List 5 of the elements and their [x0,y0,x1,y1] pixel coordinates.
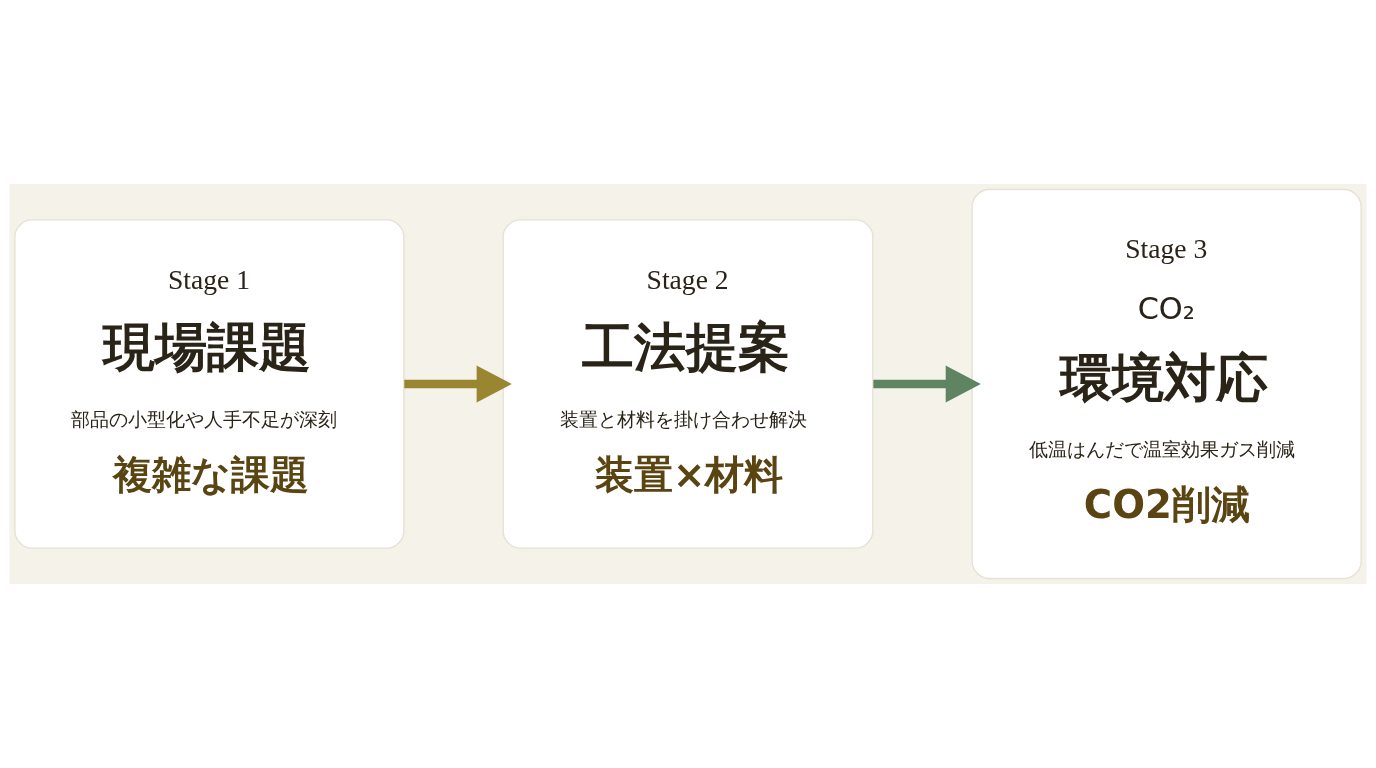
node-box: Stage 3 CO₂ 環境対応 低温はんだで温室効果ガス削減 CO2削減 [971,188,1362,580]
node-box: Stage 2 工法提案 装置と材料を掛け合わせ解決 装置×材料 [502,219,874,549]
arrow [404,365,512,403]
arrow [873,365,981,403]
node-box: Stage 1 現場課題 部品の小型化や人手不足が深刻 複雑な課題 [14,219,405,549]
